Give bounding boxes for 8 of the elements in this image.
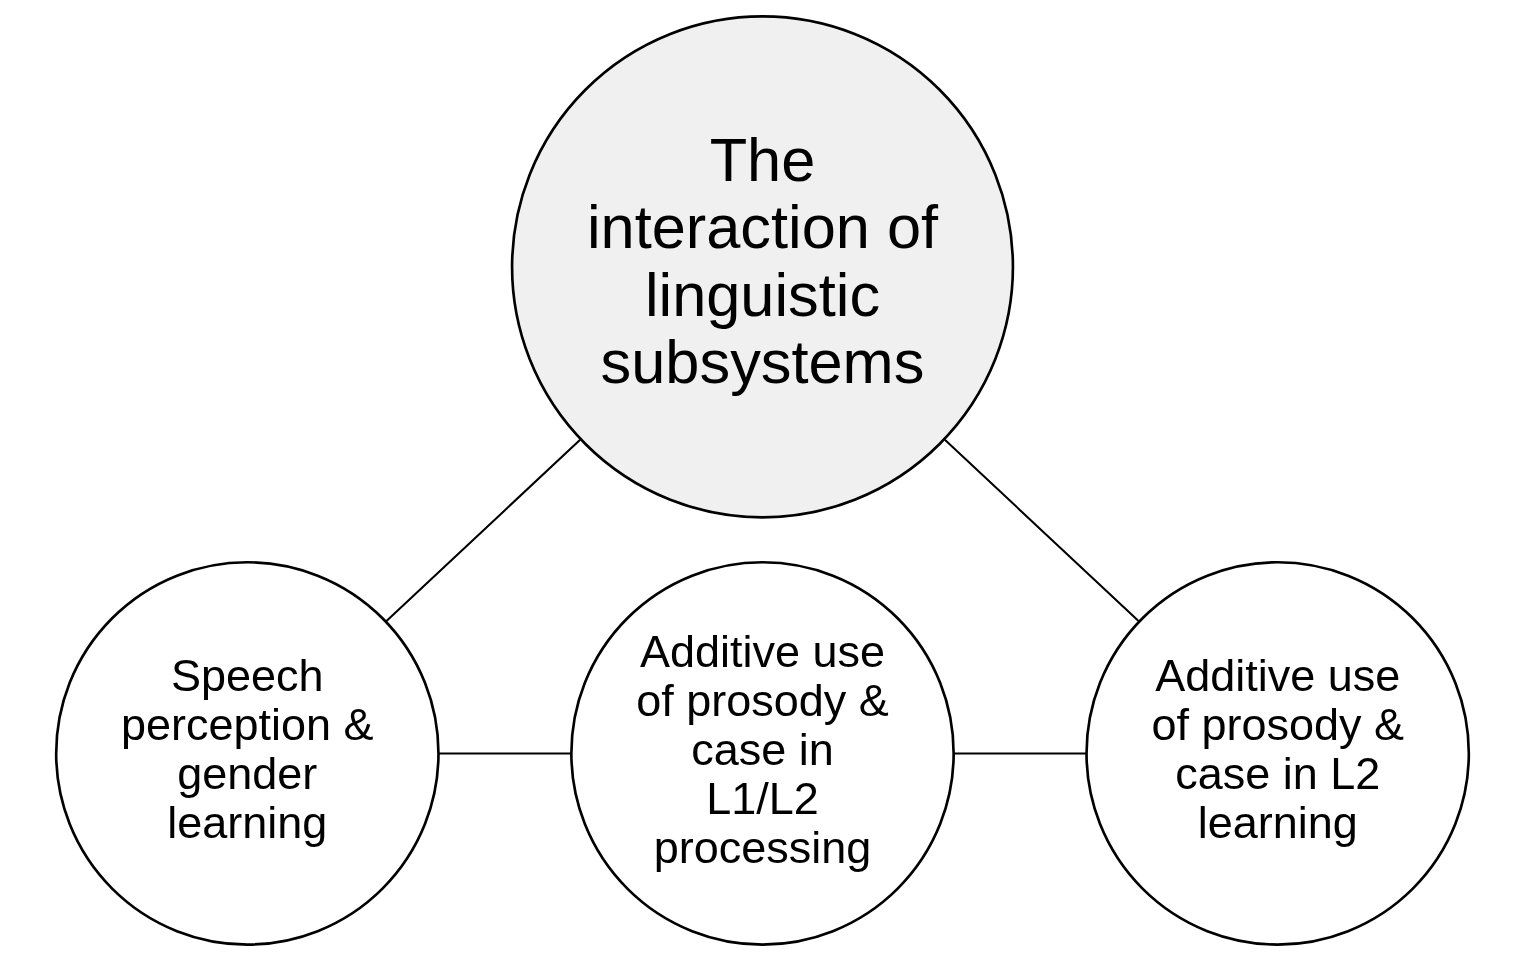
connector <box>438 752 571 755</box>
connector <box>953 752 1086 755</box>
node-circle: Additive use of prosody & case in L2 learning <box>1085 560 1471 946</box>
node-circle: Additive use of prosody & case in L1/L2 processing <box>570 560 955 946</box>
node-circle: Speech perception & gender learning <box>54 560 440 946</box>
node-circle: The interaction of linguistic subsystems <box>510 15 1015 519</box>
connector <box>944 438 1140 622</box>
connector <box>385 438 581 622</box>
